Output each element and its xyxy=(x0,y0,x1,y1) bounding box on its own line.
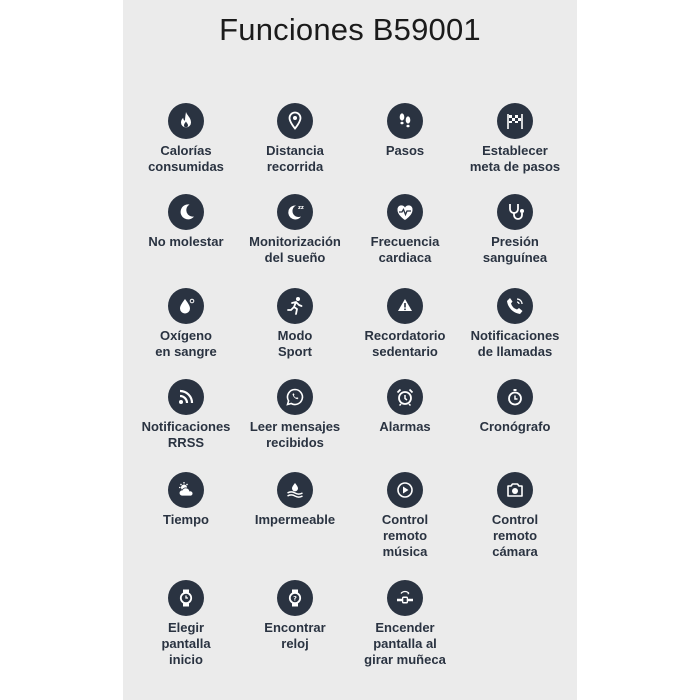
feature-no-molestar: No molestar xyxy=(129,194,243,250)
feature-label: Frecuencia cardiaca xyxy=(370,234,440,265)
sedentary-alert-icon xyxy=(387,288,423,324)
feature-frecuencia: Frecuencia cardiaca xyxy=(348,194,462,266)
feature-label: Recordatorio sedentario xyxy=(364,328,446,359)
blood-drop-icon xyxy=(168,288,204,324)
feature-pasos: Pasos xyxy=(348,103,462,159)
feature-distancia: Distancia recorrida xyxy=(238,103,352,175)
feature-label: Cronógrafo xyxy=(479,419,551,434)
page-title: Funciones B59001 xyxy=(219,12,481,47)
svg-text:?: ? xyxy=(293,594,297,602)
feature-label: Notificaciones RRSS xyxy=(141,419,231,450)
stopwatch-icon xyxy=(497,379,533,415)
water-wave-icon xyxy=(277,472,313,508)
feature-label: No molestar xyxy=(148,234,224,249)
feature-label: Encontrar reloj xyxy=(264,620,326,651)
location-pin-icon xyxy=(277,103,313,139)
feature-label: Calorías consumidas xyxy=(148,143,224,174)
feature-label: Elegir pantalla inicio xyxy=(161,620,211,667)
watch-icon xyxy=(168,580,204,616)
feature-sedentario: Recordatorio sedentario xyxy=(348,288,462,360)
svg-text:zz: zz xyxy=(298,205,304,211)
feature-oxigeno: Oxígeno en sangre xyxy=(129,288,243,360)
feature-label: Control remoto cámara xyxy=(491,512,539,559)
feature-label: Alarmas xyxy=(379,419,431,434)
runner-icon xyxy=(277,288,313,324)
feature-sport: Modo Sport xyxy=(238,288,352,360)
feature-label: Encender pantalla al girar muñeca xyxy=(364,620,446,667)
finish-flag-icon xyxy=(497,103,533,139)
wrist-raise-icon xyxy=(387,580,423,616)
feature-tiempo: Tiempo xyxy=(129,472,243,528)
feature-label: Impermeable xyxy=(254,512,336,527)
feature-label: Pasos xyxy=(385,143,425,158)
weather-icon xyxy=(168,472,204,508)
feature-label: Establecer meta de pasos xyxy=(469,143,561,174)
feature-label: Notificaciones de llamadas xyxy=(470,328,560,359)
stethoscope-icon xyxy=(497,194,533,230)
feature-label: Monitorización del sueño xyxy=(249,234,341,265)
feature-cronografo: Cronógrafo xyxy=(458,379,572,435)
flame-icon xyxy=(168,103,204,139)
feature-meta-pasos: Establecer meta de pasos xyxy=(458,103,572,175)
phone-ringing-icon xyxy=(497,288,533,324)
feature-label: Leer mensajes recibidos xyxy=(249,419,341,450)
feature-impermeable: Impermeable xyxy=(238,472,352,528)
feature-rrss: Notificaciones RRSS xyxy=(129,379,243,451)
feature-girar-muneca: Encender pantalla al girar muñeca xyxy=(348,580,462,668)
rss-icon xyxy=(168,379,204,415)
feature-encontrar-reloj: ? Encontrar reloj xyxy=(238,580,352,652)
feature-musica: Control remoto música xyxy=(348,472,462,560)
feature-label: Tiempo xyxy=(163,512,209,527)
feature-alarmas: Alarmas xyxy=(348,379,462,435)
feature-calorias: Calorías consumidas xyxy=(129,103,243,175)
feature-label: Distancia recorrida xyxy=(266,143,324,174)
alarm-clock-icon xyxy=(387,379,423,415)
find-watch-icon: ? xyxy=(277,580,313,616)
feature-label: Modo Sport xyxy=(277,328,313,359)
play-icon xyxy=(387,472,423,508)
feature-presion: Presión sanguínea xyxy=(458,194,572,266)
feature-mensajes: Leer mensajes recibidos xyxy=(238,379,352,451)
camera-icon xyxy=(497,472,533,508)
feature-pantalla-inicio: Elegir pantalla inicio xyxy=(129,580,243,668)
sleep-moon-icon: zz xyxy=(277,194,313,230)
heart-pulse-icon xyxy=(387,194,423,230)
feature-sueno: zz Monitorización del sueño xyxy=(238,194,352,266)
feature-llamadas: Notificaciones de llamadas xyxy=(458,288,572,360)
features-panel: Funciones B59001 Calorías consumidas Dis… xyxy=(123,0,577,700)
whatsapp-icon xyxy=(277,379,313,415)
footprints-icon xyxy=(387,103,423,139)
feature-label: Control remoto música xyxy=(381,512,429,559)
feature-label: Oxígeno en sangre xyxy=(155,328,217,359)
moon-icon xyxy=(168,194,204,230)
feature-label: Presión sanguínea xyxy=(482,234,548,265)
feature-camara: Control remoto cámara xyxy=(458,472,572,560)
